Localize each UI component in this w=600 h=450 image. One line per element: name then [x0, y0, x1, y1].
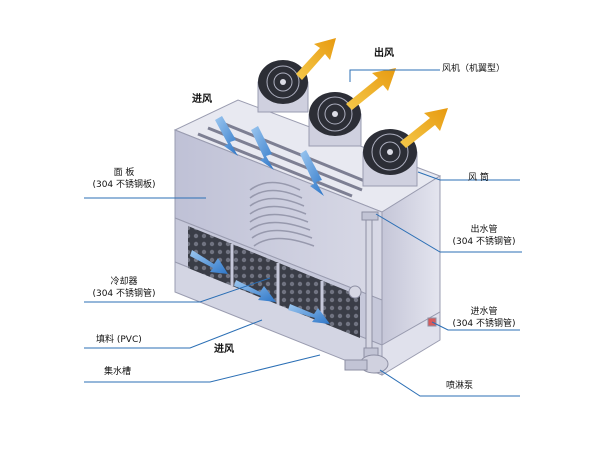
label-fan-cylinder: 风 筒 — [468, 173, 489, 183]
label-outlet-line2: (304 不锈钢管) — [452, 237, 516, 247]
air-in-arrow-bottom-2 — [234, 280, 276, 302]
label-cooler-line2: (304 不锈钢管) — [92, 289, 156, 299]
air-out-arrow-1 — [296, 38, 336, 80]
fan-1 — [257, 60, 309, 113]
air-out-arrow-3 — [400, 108, 448, 148]
label-cooler-line1: 冷却器 — [110, 277, 138, 287]
label-air-out: 出风 — [374, 48, 394, 59]
label-outlet-pipe: 出水管 (304 不锈钢管) — [446, 224, 522, 248]
label-panel-line2: (304 不锈钢板) — [92, 180, 156, 190]
leader-lines — [84, 69, 522, 397]
label-inlet-line1: 进水管 — [470, 307, 498, 317]
air-in-arrow-top-1 — [215, 116, 238, 156]
label-spray-pump: 喷淋泵 — [446, 381, 474, 391]
label-panel-line1: 面 板 — [113, 168, 135, 178]
label-fill: 填料 (PVC) — [96, 335, 142, 345]
label-inlet-line2: (304 不锈钢管) — [452, 319, 516, 329]
label-air-in-bottom: 进风 — [214, 344, 234, 355]
air-in-arrow-top-2 — [251, 126, 274, 170]
air-out-arrow-2 — [346, 68, 396, 110]
spray-pump — [344, 354, 389, 374]
label-inlet-pipe: 进水管 (304 不锈钢管) — [446, 306, 522, 330]
air-in-arrow-top-3 — [300, 150, 324, 196]
label-cooler: 冷却器 (304 不锈钢管) — [86, 276, 162, 300]
label-fan: 风机（机翼型） — [442, 64, 506, 74]
label-panel: 面 板 (304 不锈钢板) — [86, 167, 162, 191]
air-in-arrow-bottom-1 — [190, 250, 228, 274]
label-air-in-top: 进风 — [192, 94, 212, 105]
label-basin: 集水槽 — [104, 367, 132, 377]
air-in-arrow-bottom-3 — [288, 304, 330, 324]
eliminator-grille — [249, 181, 315, 247]
label-outlet-line1: 出水管 — [470, 225, 498, 235]
